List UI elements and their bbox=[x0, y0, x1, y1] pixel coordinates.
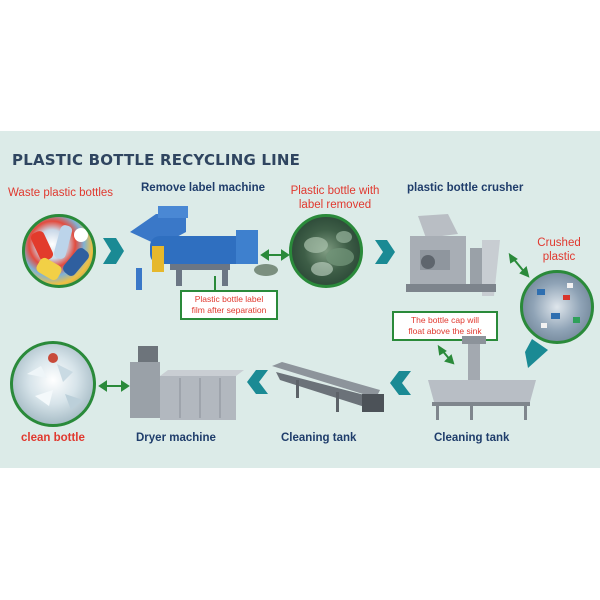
plastic-bottle-crusher bbox=[406, 214, 500, 296]
label-cleaning-tank-right: Cleaning tank bbox=[434, 432, 510, 444]
crushed-plastic-photo bbox=[520, 270, 594, 344]
arrow-right-icon bbox=[103, 238, 124, 264]
label-removed-photo bbox=[289, 214, 363, 288]
cleaning-tank-mid bbox=[272, 362, 384, 412]
label-crusher: plastic bottle crusher bbox=[407, 182, 524, 194]
dryer-machine bbox=[130, 346, 244, 420]
double-arrow-icon bbox=[98, 380, 130, 392]
label-cleaning-tank-mid: Cleaning tank bbox=[281, 432, 357, 444]
label-dryer-machine: Dryer machine bbox=[136, 432, 216, 444]
double-arrow-icon bbox=[437, 344, 455, 365]
remove-label-machine bbox=[130, 206, 278, 290]
arrow-down-left-icon bbox=[525, 339, 548, 368]
note-label-film: Plastic bottle label film after separati… bbox=[180, 290, 278, 320]
arrow-left-icon bbox=[247, 370, 268, 394]
double-arrow-icon bbox=[508, 252, 530, 278]
arrow-left-icon bbox=[390, 371, 411, 395]
label-crushed-plastic: Crushed plastic bbox=[537, 237, 581, 263]
diagram-panel bbox=[0, 131, 600, 468]
arrow-right-icon bbox=[375, 240, 395, 264]
double-arrow-icon bbox=[260, 249, 290, 261]
cleaning-tank-right bbox=[428, 336, 536, 420]
label-label-removed: Plastic bottle with label removed bbox=[290, 185, 380, 211]
label-remove-label-machine: Remove label machine bbox=[141, 182, 265, 194]
label-clean-bottle: clean bottle bbox=[21, 432, 85, 444]
waste-bottles-photo bbox=[22, 214, 96, 288]
page-title: PLASTIC BOTTLE RECYCLING LINE bbox=[12, 151, 301, 169]
clean-bottle-photo bbox=[10, 341, 96, 427]
label-waste-bottles: Waste plastic bottles bbox=[8, 187, 114, 199]
